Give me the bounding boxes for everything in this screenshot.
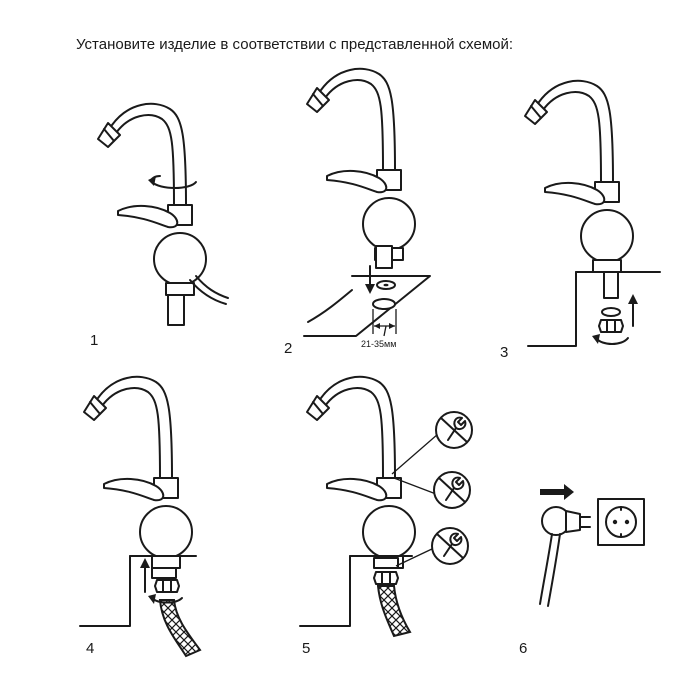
step-number-5: 5 xyxy=(302,640,311,657)
step-number-1: 1 xyxy=(90,332,99,349)
hole-diameter-label: 21-35мм xyxy=(361,339,396,349)
hose-icon xyxy=(158,599,202,658)
arrow-icon xyxy=(540,484,574,500)
socket-icon xyxy=(597,498,645,546)
step-number-4: 4 xyxy=(86,640,95,657)
step-number-6: 6 xyxy=(519,640,528,657)
step5-diagram xyxy=(299,375,473,638)
step2-diagram: 21-35мм xyxy=(303,67,431,349)
prohibited-wrench-icon xyxy=(435,411,473,449)
plug-icon xyxy=(539,506,591,607)
step6-diagram xyxy=(539,484,645,607)
step1-faucet-icon xyxy=(97,102,229,326)
step-number-2: 2 xyxy=(284,340,293,357)
rotation-arrow-icon xyxy=(148,175,197,189)
prohibited-wrench-icon xyxy=(431,527,469,565)
prohibited-wrench-icon xyxy=(433,471,471,509)
step-number-3: 3 xyxy=(500,344,509,361)
step4-diagram xyxy=(79,375,202,658)
step3-diagram xyxy=(524,79,661,347)
instruction-heading: Установите изделие в соответствии с пред… xyxy=(76,36,514,53)
